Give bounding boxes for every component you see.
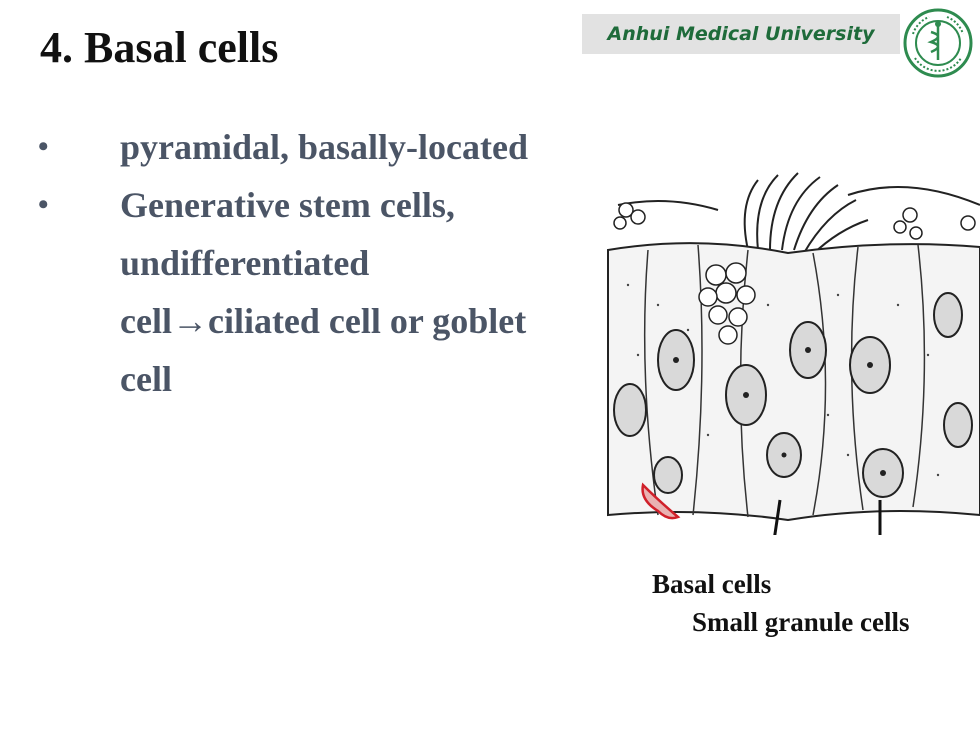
university-seal-icon xyxy=(903,8,973,78)
caption-basal-cells: Basal cells xyxy=(652,569,772,599)
caption-small-granule-cells: Small granule cells xyxy=(692,607,910,637)
university-banner: Anhui Medical University xyxy=(582,14,900,54)
bullet-item: • Generative stem cells, undifferentiate… xyxy=(38,176,558,408)
bullet-list: • pyramidal, basally-located • Generativ… xyxy=(38,118,558,408)
bullet-text: Generative stem cells, undifferentiated … xyxy=(120,185,527,399)
bullet-text: pyramidal, basally-located xyxy=(120,127,529,167)
bullet-marker: • xyxy=(38,188,49,221)
bullet-marker: • xyxy=(38,130,49,163)
slide-title: 4. Basal cells xyxy=(40,23,279,72)
bullet-item: • pyramidal, basally-located xyxy=(38,118,558,176)
epithelium-illustration xyxy=(607,172,980,535)
